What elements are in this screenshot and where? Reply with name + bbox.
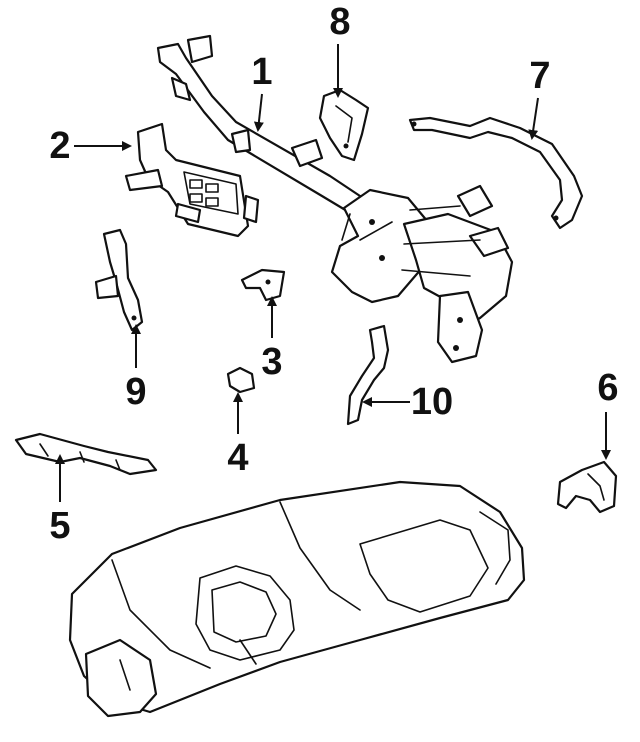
callout-label-9: 9 [125,371,146,413]
callout-1: 1 [251,51,273,132]
callout-label-6: 6 [597,367,618,409]
callout-label-5: 5 [49,505,70,547]
bracket-8-part [318,88,370,162]
callout-4: 4 [227,392,249,479]
callout-2: 2 [49,125,132,167]
callout-6: 6 [597,367,619,460]
callout-7: 7 [528,55,551,140]
callout-label-7: 7 [529,55,550,97]
callout-10: 10 [362,381,453,423]
callout-5: 5 [49,454,71,547]
column-bracket-part [124,122,260,238]
bracket-9-part [94,228,144,332]
callout-label-10: 10 [411,381,453,423]
brace-rod-7-part [408,116,584,230]
bracket-3-part [240,268,286,302]
instrument-panel-part [68,480,526,718]
bracket-10-part [346,324,390,426]
callout-9: 9 [125,324,147,413]
callout-label-3: 3 [261,341,282,383]
bracket-5-part [14,432,158,476]
callout-label-8: 8 [329,1,350,43]
cross-car-beam-part [156,34,514,364]
bracket-6-part [556,460,618,514]
callout-8: 8 [329,1,351,98]
callout-label-4: 4 [227,437,248,479]
callout-label-1: 1 [251,51,272,93]
clip-4-part [226,366,256,394]
callout-label-2: 2 [49,125,70,167]
callout-3: 3 [261,296,283,383]
